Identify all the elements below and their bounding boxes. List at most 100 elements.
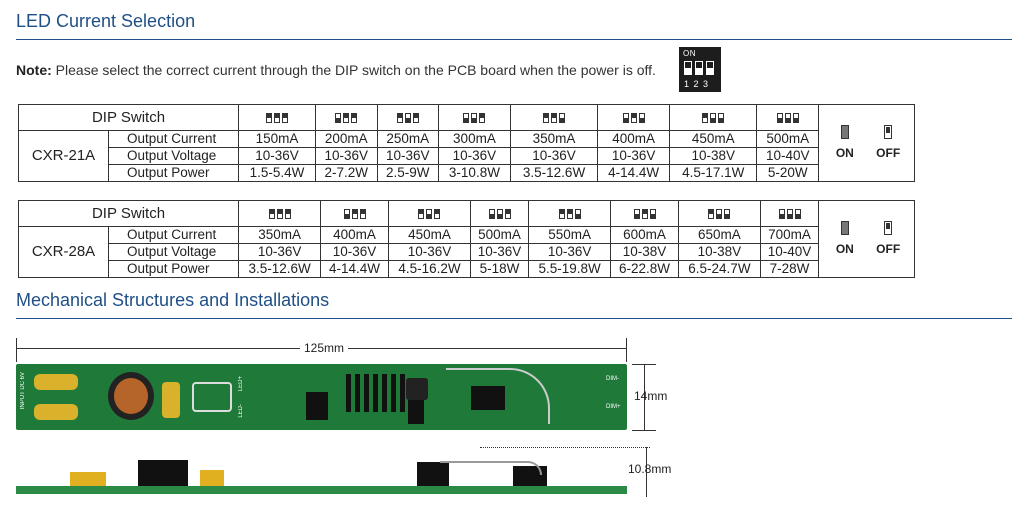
height-guide-line	[480, 447, 650, 448]
component-array-icon	[346, 374, 406, 412]
cell: 400mA	[597, 130, 671, 148]
mechanical-structures-title: Mechanical Structures and Installations	[16, 290, 330, 310]
dip-pattern-cell	[527, 200, 612, 227]
dim-minus-label: DIM-	[606, 376, 619, 382]
cell: 10-36V	[527, 243, 612, 261]
cell: 6.5-24.7W	[677, 260, 762, 278]
cell: 10-38V	[610, 243, 679, 261]
on-off-legend: ON OFF	[818, 200, 915, 278]
cell: 10-36V	[387, 243, 472, 261]
cell: 400mA	[320, 226, 389, 244]
dip-pattern-icon	[265, 110, 289, 126]
width-dimension-line	[644, 364, 645, 430]
row-label-voltage: Output Voltage	[108, 147, 239, 165]
row-label-power: Output Power	[108, 260, 239, 278]
cell: 5.5-19.8W	[527, 260, 612, 278]
cell: 10-36V	[237, 147, 317, 165]
height-dimension-line	[646, 447, 647, 497]
on-off-legend: ON OFF	[818, 104, 915, 182]
cell: 5-18W	[470, 260, 529, 278]
row-label-power: Output Power	[108, 164, 239, 182]
dip-pattern-icon	[558, 206, 582, 222]
row-label-current: Output Current	[108, 130, 239, 148]
cell: 450mA	[387, 226, 472, 244]
width-label: 14mm	[634, 389, 668, 403]
dip-pattern-icon	[396, 110, 420, 126]
dip-pattern-icon	[417, 206, 441, 222]
note-label: Note:	[16, 62, 52, 78]
capacitor-icon	[34, 404, 78, 420]
model-name: CXR-21A	[18, 130, 109, 182]
cell: 350mA	[237, 226, 322, 244]
title-divider	[16, 39, 1012, 40]
led-current-selection-title: LED Current Selection	[16, 11, 196, 31]
length-label: 125mm	[300, 341, 349, 355]
dip-pattern-icon	[542, 110, 566, 126]
on-key: ON	[825, 125, 865, 161]
cell: 10-36V	[237, 243, 322, 261]
cell: 3-10.8W	[438, 164, 511, 182]
dip-pattern-cell	[669, 104, 758, 131]
dip-pattern-icon	[778, 206, 802, 222]
cell: 200mA	[315, 130, 378, 148]
on-label: ON	[835, 242, 854, 256]
dip-pattern-cell	[315, 104, 378, 131]
cell: 10-38V	[669, 147, 758, 165]
dip-pattern-icon	[633, 206, 657, 222]
cell: 650mA	[677, 226, 762, 244]
cell: 4-14.4W	[320, 260, 389, 278]
dip-pattern-cell	[376, 104, 440, 131]
capacitor-icon	[34, 374, 78, 390]
dip-pattern-cell	[237, 104, 317, 131]
dip-switch-header: DIP Switch	[18, 200, 239, 227]
note-text: Note: Please select the correct current …	[16, 62, 656, 78]
model-name: CXR-28A	[18, 226, 109, 278]
note-body: Please select the correct current throug…	[51, 62, 656, 78]
off-key: OFF	[868, 221, 908, 257]
cell: 10-36V	[376, 147, 440, 165]
dip-pattern-cell	[387, 200, 472, 227]
cell: 1.5-5.4W	[237, 164, 317, 182]
pcb-board-side-view	[16, 486, 627, 494]
dimension-tick	[16, 338, 17, 362]
switch-off-icon	[884, 221, 893, 235]
dip-pattern-icon	[334, 110, 358, 126]
side-wire-icon	[440, 461, 542, 475]
dip-pattern-cell	[320, 200, 389, 227]
dip-pattern-cell	[610, 200, 679, 227]
cxr-21a-table: DIP Switch ON OFF CXR-21A Output Current…	[18, 104, 915, 182]
dip-switch-legend-icon: ON 1 2 3	[679, 47, 721, 92]
cell: 3.5-12.6W	[509, 164, 599, 182]
cell: 300mA	[438, 130, 511, 148]
dip-pattern-icon	[343, 206, 367, 222]
dip-pattern-cell	[677, 200, 762, 227]
cell: 2-7.2W	[315, 164, 378, 182]
cell: 2.5-9W	[376, 164, 440, 182]
cell: 10-36V	[509, 147, 599, 165]
off-key: OFF	[868, 125, 908, 161]
cell: 150mA	[237, 130, 317, 148]
height-label: 10.8mm	[628, 462, 672, 476]
cell: 700mA	[760, 226, 819, 244]
wire-icon	[446, 368, 550, 424]
dip-pattern-icon	[707, 206, 731, 222]
dip-pattern-icon	[776, 110, 800, 126]
side-capacitor-icon	[70, 472, 106, 486]
dip-pattern-cell	[438, 104, 511, 131]
chip-icon	[306, 392, 328, 420]
cell: 10-40V	[760, 243, 819, 261]
dip-legend-numbers: 1 2 3	[684, 79, 709, 89]
cell: 10-36V	[597, 147, 671, 165]
cell: 4.5-17.1W	[669, 164, 758, 182]
on-key: ON	[825, 221, 865, 257]
cell: 10-36V	[470, 243, 529, 261]
dip-pattern-cell	[760, 200, 819, 227]
switch-on-icon	[840, 125, 849, 139]
cell: 7-28W	[760, 260, 819, 278]
title-divider	[16, 318, 1012, 319]
dip-pattern-cell	[597, 104, 671, 131]
cell: 250mA	[376, 130, 440, 148]
dip-legend-switches	[684, 61, 717, 80]
cell: 6-22.8W	[610, 260, 679, 278]
cell: 550mA	[527, 226, 612, 244]
